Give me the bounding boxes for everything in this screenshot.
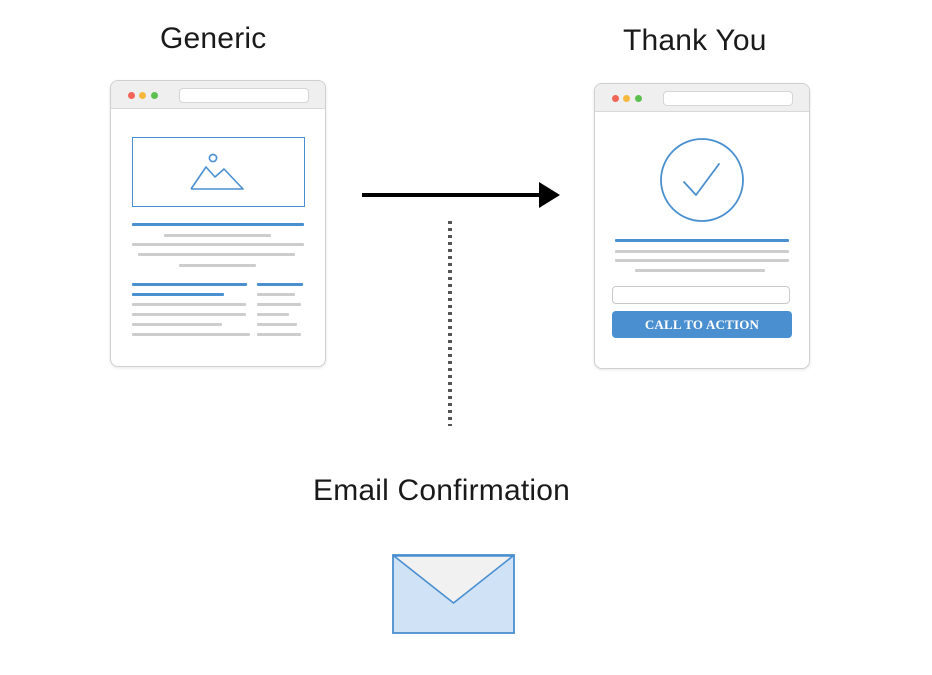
email-input-field[interactable] — [612, 286, 790, 304]
sidebar-text-line — [257, 293, 295, 296]
email-confirmation-label: Email Confirmation — [313, 474, 571, 507]
text-line — [179, 264, 256, 267]
flow-arrow — [362, 182, 560, 208]
thank-you-page-label: Thank You — [623, 24, 767, 57]
text-line — [615, 250, 789, 253]
text-line — [615, 259, 789, 262]
text-line — [132, 313, 246, 316]
sidebar-text-line — [257, 313, 289, 316]
browser-titlebar — [111, 81, 325, 109]
sidebar-text-line — [257, 303, 301, 306]
thank-you-page-mockup: CALL TO ACTION — [594, 83, 810, 369]
generic-page-label: Generic — [160, 22, 267, 55]
sidebar-heading-bar — [257, 283, 303, 286]
browser-address-bar — [663, 91, 793, 106]
window-close-dot — [612, 95, 619, 102]
subheading-bar — [132, 293, 224, 296]
subheading-bar — [132, 283, 247, 286]
text-line — [132, 323, 222, 326]
generic-page-mockup — [110, 80, 326, 367]
checkmark-circle-icon — [660, 138, 744, 222]
text-line — [132, 243, 304, 246]
headline-bar — [132, 223, 304, 226]
window-maximize-dot — [635, 95, 642, 102]
text-line — [138, 253, 295, 256]
browser-titlebar — [595, 84, 809, 112]
hero-image-placeholder — [132, 137, 305, 207]
sidebar-text-line — [257, 323, 297, 326]
call-to-action-button[interactable]: CALL TO ACTION — [612, 311, 792, 338]
text-line — [132, 303, 246, 306]
headline-bar — [615, 239, 789, 242]
text-line — [132, 333, 250, 336]
window-maximize-dot — [151, 92, 158, 99]
image-placeholder-icon — [190, 153, 244, 190]
window-minimize-dot — [139, 92, 146, 99]
window-close-dot — [128, 92, 135, 99]
text-line — [635, 269, 765, 272]
window-minimize-dot — [623, 95, 630, 102]
text-line — [164, 234, 271, 237]
browser-address-bar — [179, 88, 309, 103]
sidebar-text-line — [257, 333, 301, 336]
